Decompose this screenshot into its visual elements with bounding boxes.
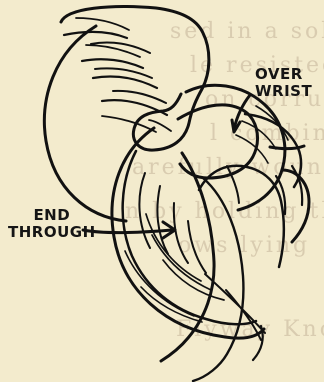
over-wrist-label: OVER WRIST — [255, 66, 312, 101]
end-through-label: END THROUGH — [8, 207, 96, 242]
show-through-line: n by holding the — [125, 199, 324, 224]
show-through-line: l combined — [210, 121, 324, 146]
show-through-line: ows lying — [178, 233, 310, 258]
end-through-label-line-2: THROUGH — [8, 224, 96, 241]
over-wrist-label-line-2: WRIST — [255, 83, 312, 100]
over-wrist-label-line-1: OVER — [255, 66, 312, 83]
end-through-label-line-1: END — [8, 207, 96, 224]
